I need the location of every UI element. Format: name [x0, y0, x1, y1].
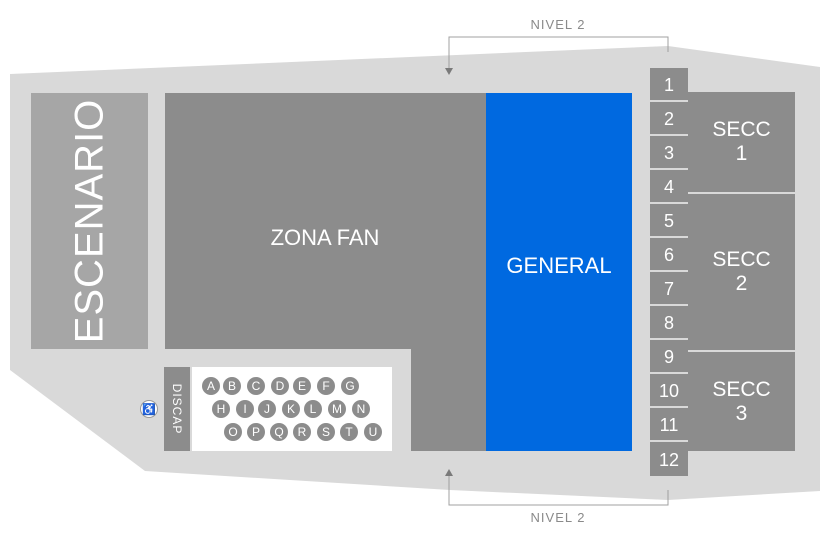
seat[interactable]: G	[341, 377, 359, 395]
general-label: GENERAL	[506, 253, 612, 278]
section-3-number: 3	[735, 401, 748, 425]
column-number[interactable]: 5	[650, 206, 688, 238]
seat[interactable]: D	[271, 377, 289, 395]
section-1-number: 1	[735, 142, 748, 165]
seat[interactable]: R	[293, 423, 311, 441]
column-number[interactable]: 11	[650, 410, 688, 442]
column-number[interactable]: 3	[650, 138, 688, 170]
seat[interactable]: Q	[270, 423, 288, 441]
stage: ESCENARIO	[31, 93, 148, 349]
column-number[interactable]: 2	[650, 104, 688, 136]
stage-label: ESCENARIO	[67, 98, 111, 344]
column-number[interactable]: 8	[650, 308, 688, 340]
wheelchair-icon: ♿	[140, 400, 158, 418]
seat[interactable]: U	[364, 423, 382, 441]
seat[interactable]: E	[293, 377, 311, 395]
seat[interactable]: P	[247, 423, 265, 441]
disabled-seating-label-box: DISCAP	[164, 367, 190, 451]
section-2-title: SECC	[712, 248, 771, 271]
section-1-title: SECC	[712, 118, 771, 141]
arrow-down-icon	[445, 68, 453, 75]
column-number[interactable]: 1	[650, 70, 688, 102]
seat[interactable]: T	[340, 423, 358, 441]
seat[interactable]: I	[236, 400, 254, 418]
nivel-top-label: NIVEL 2	[530, 17, 586, 32]
seat[interactable]: F	[317, 377, 335, 395]
disabled-seating-area: A B C D E F G H I J K L M N O P Q R S T …	[192, 367, 392, 451]
seat[interactable]: M	[328, 400, 346, 418]
seat[interactable]: H	[212, 400, 230, 418]
column-number[interactable]: 12	[658, 449, 680, 470]
seat[interactable]: O	[224, 423, 242, 441]
disabled-seating-label: DISCAP	[170, 383, 184, 435]
seat[interactable]: J	[258, 400, 276, 418]
arrow-up-icon	[445, 469, 453, 476]
nivel-top-bracket	[448, 36, 669, 68]
seat[interactable]: K	[282, 400, 300, 418]
seat[interactable]: A	[202, 377, 220, 395]
zona-fan-label: ZONA FAN	[270, 225, 380, 250]
column-number[interactable]: 4	[650, 172, 688, 204]
numbered-column: 1 2 3 4 5 6 7 8 9 10 11 12	[650, 68, 688, 476]
column-number[interactable]: 7	[650, 274, 688, 306]
seat[interactable]: S	[317, 423, 335, 441]
general-section[interactable]: GENERAL	[486, 93, 632, 451]
section-2-number: 2	[735, 272, 748, 295]
column-number[interactable]: 9	[650, 342, 688, 374]
column-number[interactable]: 10	[650, 376, 688, 408]
section-3-title: SECC	[712, 377, 771, 401]
column-number[interactable]: 6	[650, 240, 688, 272]
seat[interactable]: C	[247, 377, 265, 395]
seat[interactable]: N	[352, 400, 370, 418]
nivel-bottom-bracket	[448, 476, 669, 506]
seat[interactable]: B	[223, 377, 241, 395]
zona-fan-area[interactable]	[165, 93, 486, 451]
nivel-bottom-label: NIVEL 2	[530, 510, 586, 525]
seat[interactable]: L	[304, 400, 322, 418]
